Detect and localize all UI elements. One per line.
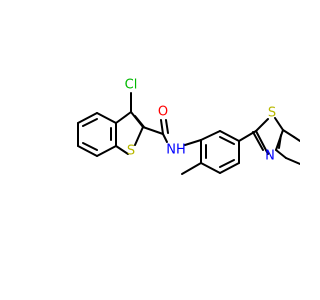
benzothiazole-benzo-ring — [275, 129, 300, 165]
atom-n-thiazole: N — [265, 149, 275, 164]
atom-label-s-thiazole: S — [268, 106, 276, 121]
atom-s-thiazole: S — [268, 106, 276, 121]
thiophene-ring — [115, 92, 164, 155]
atom-label-n-thiazole: N — [265, 149, 275, 164]
molecule-structure: Cl O S NH S N — [77, 78, 300, 175]
atom-nh: NH — [166, 143, 186, 158]
atom-s-thiophene: S — [127, 144, 135, 159]
atom-cl: Cl — [125, 78, 138, 93]
atom-label-s-thiophene: S — [127, 144, 135, 159]
atom-o: O — [158, 105, 168, 120]
benzothiophene-benzo-ring — [77, 112, 117, 157]
atom-label-cl: Cl — [125, 78, 138, 93]
central-phenyl-ring — [181, 130, 257, 175]
atom-label-o: O — [158, 105, 168, 120]
atom-label-nh: NH — [166, 143, 186, 158]
amide-group — [160, 119, 202, 146]
